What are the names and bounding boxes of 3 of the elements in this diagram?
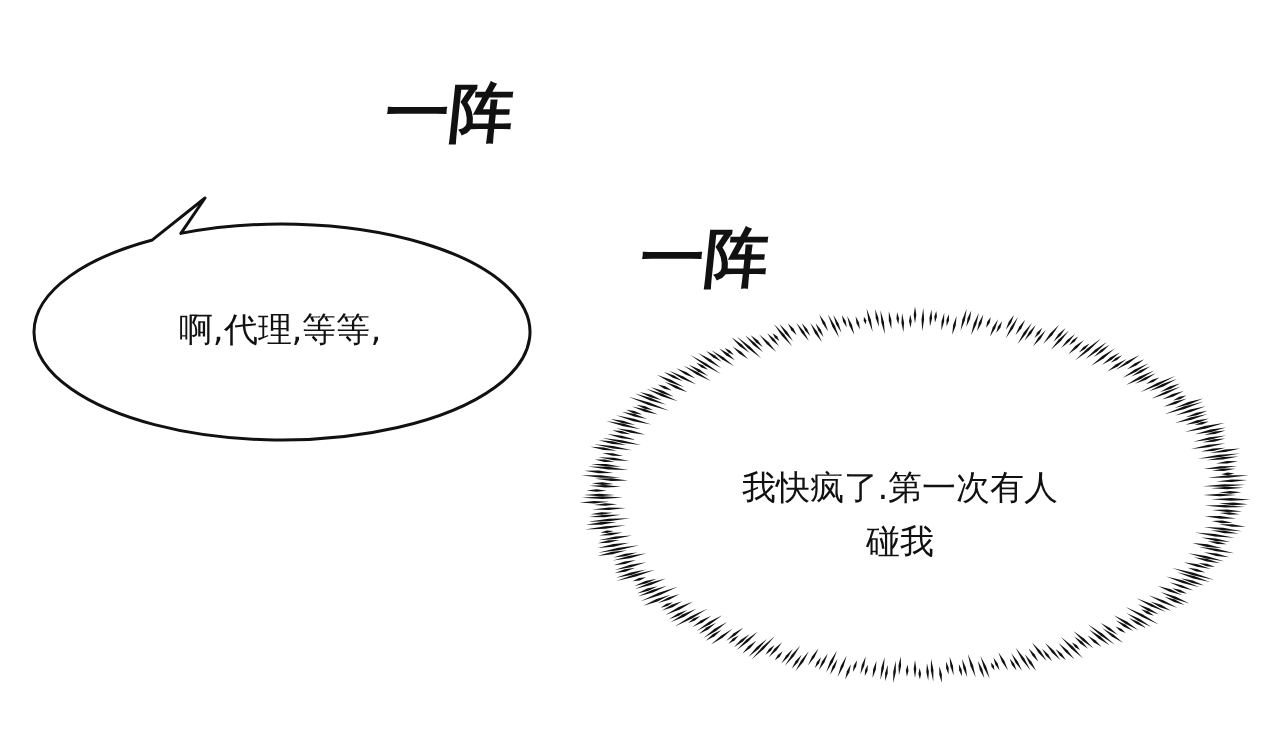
bubble-text: 啊,代理,等等, bbox=[177, 308, 383, 351]
sound-effect-text: 一阵 bbox=[380, 75, 518, 152]
sound-effect-text: 一阵 bbox=[635, 220, 773, 297]
